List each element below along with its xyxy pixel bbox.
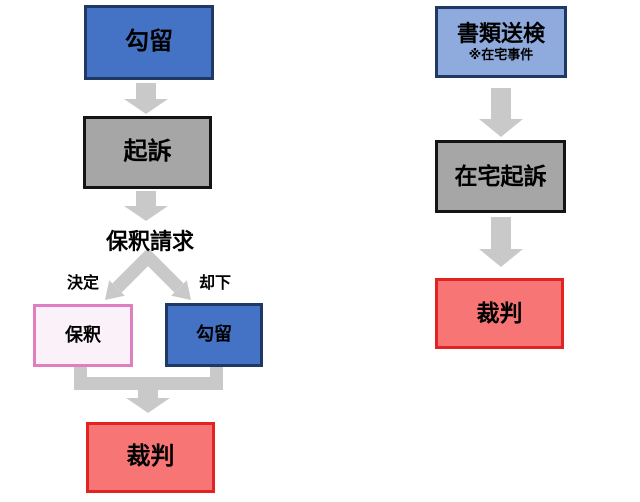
fork-left-arrowhead-icon bbox=[105, 280, 125, 300]
box-detention: 勾留 bbox=[84, 5, 214, 80]
box-home-indictment: 在宅起訴 bbox=[435, 140, 566, 213]
fork-chevron-icon bbox=[112, 247, 184, 293]
arrow-indictment-to-bail-request-icon bbox=[124, 191, 168, 221]
fork-arrows bbox=[112, 247, 184, 293]
box-bail: 保釈 bbox=[33, 304, 133, 367]
box-trial-home-label: 裁判 bbox=[476, 299, 523, 326]
box-detention-after-rejection: 勾留 bbox=[165, 303, 263, 367]
box-indictment: 起訴 bbox=[83, 116, 212, 189]
box-home-indictment-label: 在宅起訴 bbox=[454, 162, 547, 189]
box-papers-sent-label: 書類送検 bbox=[456, 20, 545, 46]
box-detention-label: 勾留 bbox=[125, 28, 173, 56]
box-bail-label: 保釈 bbox=[65, 324, 101, 345]
merge-down-arrow-icon bbox=[126, 377, 170, 413]
box-trial-home: 裁判 bbox=[435, 278, 564, 349]
box-papers-sent-note: ※在宅事件 bbox=[468, 46, 534, 62]
branch-granted-label: 決定 bbox=[66, 275, 99, 292]
arrow-papers-to-home-indictment-icon bbox=[479, 88, 523, 137]
arrow-home-indictment-to-trial-icon bbox=[479, 217, 523, 267]
arrow-detention-to-indictment-icon bbox=[124, 83, 168, 114]
bail-request-label: 保釈請求 bbox=[105, 229, 194, 254]
arrow-group bbox=[74, 83, 523, 413]
branch-rejected-label: 却下 bbox=[198, 275, 231, 292]
box-trial-custody-label: 裁判 bbox=[126, 443, 175, 471]
box-papers-sent: 書類送検 ※在宅事件 bbox=[435, 6, 567, 78]
fork-right-arrowhead-icon bbox=[171, 280, 191, 300]
box-detention-after-rejection-label: 勾留 bbox=[196, 324, 232, 345]
box-indictment-label: 起訴 bbox=[123, 138, 172, 166]
box-trial-custody: 裁判 bbox=[86, 422, 215, 493]
